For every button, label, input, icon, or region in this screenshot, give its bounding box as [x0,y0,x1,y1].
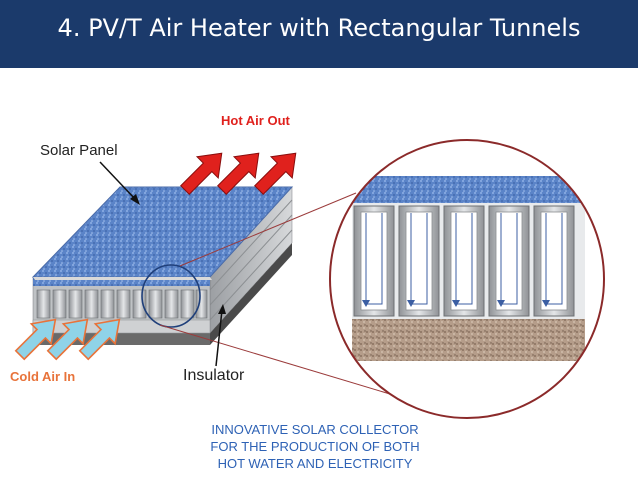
title-bar: 4. PV/T Air Heater with Rectangular Tunn… [0,0,638,68]
caption-line: FOR THE PRODUCTION OF BOTH [210,439,420,454]
insulator-pointer [215,304,226,367]
solar-collector [31,186,294,345]
cold-air-arrow-icon [14,318,121,361]
insulator-label: Insulator [183,367,245,384]
pvt-diagram [14,139,605,419]
magnifier-icon [141,264,201,328]
caption-line: HOT WATER AND ELECTRICITY [217,456,413,471]
solar-panel-pointer [99,161,140,205]
solar-panel-label: Solar Panel [40,142,118,159]
page-title: 4. PV/T Air Heater with Rectangular Tunn… [57,14,581,42]
caption-line: INNOVATIVE SOLAR COLLECTOR [211,422,419,437]
magnified-cross-section [329,139,605,419]
caption: INNOVATIVE SOLAR COLLECTOR FOR THE PRODU… [190,421,440,472]
hot-air-out-label: Hot Air Out [221,113,290,128]
cold-air-in-label: Cold Air In [10,369,76,384]
hot-air-arrow-icon [180,152,297,195]
